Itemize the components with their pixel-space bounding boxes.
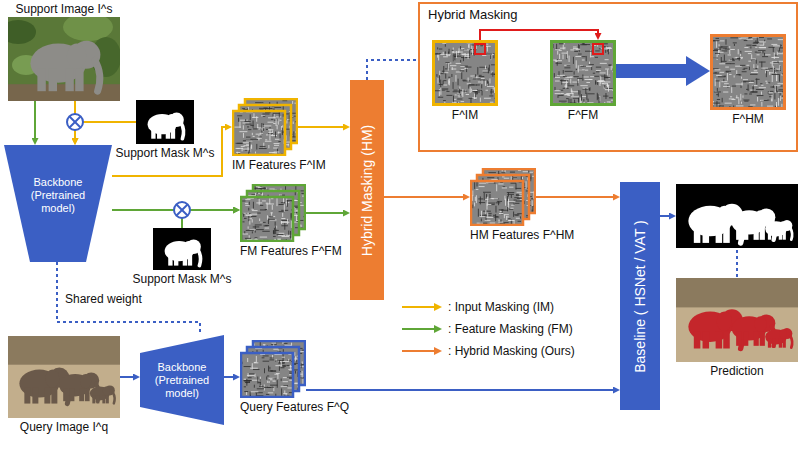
hybrid-masking-block: Hybrid Masking (HM) [350,80,384,300]
connector [536,196,613,198]
backbone-label: Backbone (Pretrained model) [23,176,93,215]
connector [298,126,343,128]
mask-illustration [153,228,211,270]
prediction-image [676,278,798,362]
connector [367,60,418,80]
multiply-symbol [174,202,190,218]
connector [120,376,133,378]
legend-arrow [400,323,444,335]
node-label: Prediction [710,364,763,379]
node-label: F^FM [568,108,598,123]
feature-map: F^IM [432,40,498,123]
feature-stack: FM Features F^FM [240,184,342,259]
support-mask: Support Mask M^s [132,228,232,287]
backbone-trapezoid: Backbone (Pretrained model) [140,335,224,425]
node-label: Support Mask M^s [133,272,232,287]
mask-illustration [136,100,194,144]
image-heading: Support Image I^s [15,2,112,17]
legend-text: : Hybrid Masking (Ours) [448,344,575,359]
dotted-leader [736,250,738,278]
image-graphic [710,34,786,110]
connector [34,101,36,138]
hybrid-masking-panel: F^IM F^FM F^HM Hybrid Masking [418,2,798,152]
feature-stack-graphic [470,168,536,226]
node-label: Query Image I^q [20,420,108,435]
feature-stack: HM Features F^HM [470,168,574,243]
feature-stack-graphic [232,98,298,156]
feature-stack: IM Features F^IM [232,98,326,173]
image-graphic [136,100,194,144]
image-graphic [550,40,616,106]
image-graphic [676,184,798,248]
backbone-trapezoid: Backbone (Pretrained model) [4,145,112,262]
legend-arrow [400,345,444,357]
image-graphic [8,17,120,101]
connector [224,376,233,378]
legend: : Input Masking (IM) : Feature Masking (F… [400,296,575,362]
feature-stack-graphic [240,340,306,398]
block-label: Hybrid Masking (HM) [359,85,376,295]
feature-stack-graphic [240,184,306,242]
connector [616,64,686,78]
query-illustration [8,336,120,418]
multiply-symbol [67,114,83,130]
legend-text: : Input Masking (IM) [448,300,554,315]
connector [660,215,669,217]
connector [384,196,463,198]
node-label: F^HM [732,112,764,127]
query-image: Query Image I^q [8,336,120,435]
predmask-illustration [676,184,798,248]
panel-title: Hybrid Masking [428,7,518,22]
node-label: Support Mask M^s [116,146,215,161]
block-label: Baseline ( HSNet / VAT ) [632,187,649,405]
feature-map: F^HM [710,34,786,127]
image-graphic [8,336,120,418]
node-label: IM Features F^IM [232,158,326,173]
connector [75,122,136,138]
legend-text: : Feature Masking (FM) [448,322,573,337]
node-label: Query Features F^Q [240,400,349,415]
support-image: Support Image I^s [8,2,120,101]
connector [112,127,225,176]
edge-label: Shared weight [63,292,144,307]
connector [480,30,598,40]
backbone-label: Backbone (Pretrained model) [151,361,213,400]
connectors [35,30,686,390]
prediction-group: Prediction [676,184,798,379]
support-illustration [8,17,120,101]
legend-row: : Input Masking (IM) [400,296,575,318]
connector [306,389,613,391]
feature-map: F^FM [550,40,616,123]
image-graphic [432,40,498,106]
node-label: FM Features F^FM [240,244,342,259]
image-graphic [153,228,211,270]
node-label: F^IM [452,108,478,123]
connector [306,212,343,214]
feature-stack: Query Features F^Q [240,340,349,415]
support-mask: Support Mask M^s [112,100,218,161]
legend-row: : Feature Masking (FM) [400,318,575,340]
node-label: HM Features F^HM [470,228,574,243]
legend-row: : Hybrid Masking (Ours) [400,340,575,362]
legend-arrow [400,301,444,313]
baseline-block: Baseline ( HSNet / VAT ) [620,182,660,410]
predphoto-illustration [676,278,798,362]
